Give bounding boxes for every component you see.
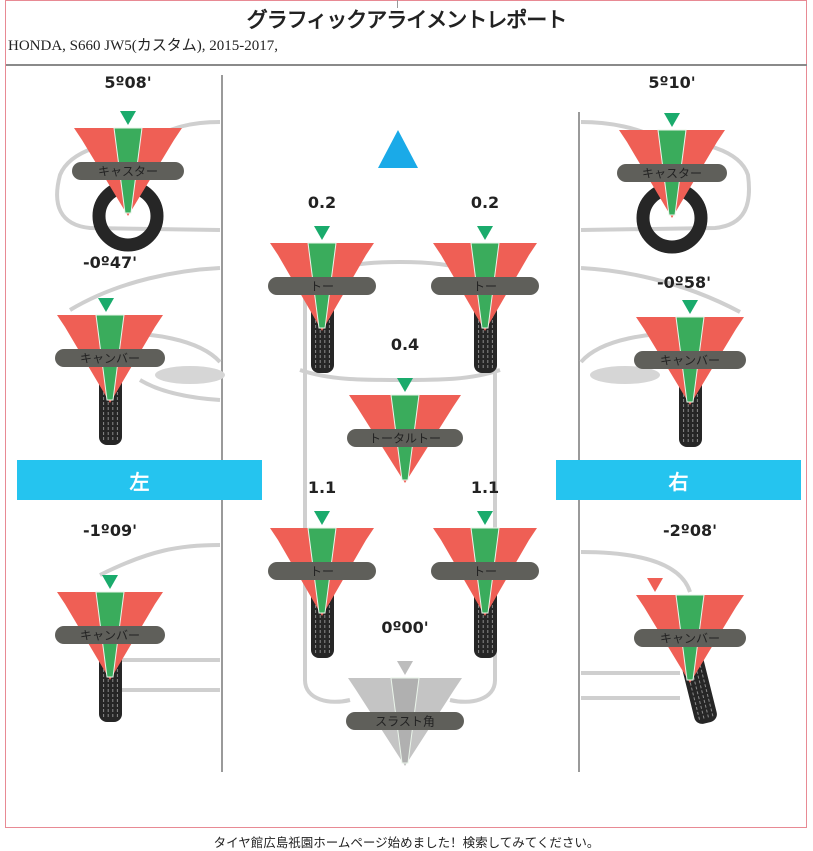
gauge-value: 5º10' xyxy=(648,73,695,92)
vehicle-info: HONDA, S660 JW5(カスタム), 2015-2017, xyxy=(8,38,278,54)
gauge-label: キャスター xyxy=(642,167,702,181)
gauge-label: トー xyxy=(473,280,497,294)
gauge-value: -0º58' xyxy=(657,273,711,292)
gauge-label-pill xyxy=(347,429,463,447)
gauge-label: トータルトー xyxy=(369,432,441,446)
triangle-up-icon xyxy=(378,130,418,168)
gauge-marker-icon xyxy=(647,578,663,592)
gauge-thrust-angle: スラスト角 0º00' xyxy=(346,618,464,766)
gauge-value: 1.1 xyxy=(471,478,499,497)
gauge-value: 1.1 xyxy=(308,478,336,497)
gauge-value: 0.2 xyxy=(471,193,499,212)
gauge-label-pill xyxy=(72,162,184,180)
gauge-marker-icon xyxy=(120,111,136,125)
right-side-label: 右 xyxy=(556,460,801,500)
gauge-front-total-toe: トータルトー 0.4 xyxy=(347,335,463,483)
gauge-label-pill xyxy=(55,626,165,644)
gauge-right-rear-camber: キャンバー -2º08' xyxy=(634,521,746,724)
gauge-label: トー xyxy=(310,280,334,294)
gauge-label-pill xyxy=(55,349,165,367)
gauge-marker-icon xyxy=(314,226,330,240)
gauge-label: トー xyxy=(310,565,334,579)
gauge-value: -2º08' xyxy=(663,521,717,540)
gauge-label-pill xyxy=(634,351,746,369)
gauge-marker-icon xyxy=(98,298,114,312)
header-divider xyxy=(6,64,807,66)
gauge-marker-icon xyxy=(102,575,118,589)
gauge-value: 0.4 xyxy=(391,335,419,354)
gauge-label-pill xyxy=(634,629,746,647)
gauge-marker-icon xyxy=(664,113,680,127)
gauge-label: キャンバー xyxy=(660,354,720,368)
left-side-label: 左 xyxy=(17,460,262,500)
gauge-left-caster: キャスター 5º08' xyxy=(72,73,184,252)
footer-note: タイヤ館広島祇園ホームページ始めました！検索してみてください。 xyxy=(213,835,600,850)
gauge-right-caster: キャスター 5º10' xyxy=(617,73,727,254)
gauge-rear-left-toe: トー 1.1 xyxy=(268,478,376,658)
gauge-label-pill xyxy=(268,277,376,295)
gauge-label-pill xyxy=(431,562,539,580)
gauge-marker-icon xyxy=(397,378,413,392)
gauge-label: スラスト角 xyxy=(375,715,435,729)
gauge-label: キャンバー xyxy=(660,632,720,646)
page-title: グラフィックアライメントレポート xyxy=(246,8,568,32)
gauge-marker-icon xyxy=(397,661,413,675)
gauge-label: キャスター xyxy=(98,165,158,179)
gauge-value: 0.2 xyxy=(308,193,336,212)
gauge-value: -0º47' xyxy=(83,253,137,272)
report-frame xyxy=(5,0,807,828)
gauge-value: 0º00' xyxy=(381,618,428,637)
gauge-label: キャンバー xyxy=(80,629,140,643)
gauge-value: -1º09' xyxy=(83,521,137,540)
gauge-front-left-toe: トー 0.2 xyxy=(268,193,376,373)
gauge-rear-right-toe: トー 1.1 xyxy=(431,478,539,658)
gauge-marker-icon xyxy=(477,511,493,525)
divider xyxy=(397,0,398,8)
gauge-label-pill xyxy=(617,164,727,182)
gauge-marker-icon xyxy=(314,511,330,525)
gauge-marker-icon xyxy=(477,226,493,240)
gauge-label-pill xyxy=(268,562,376,580)
gauge-front-right-toe: トー 0.2 xyxy=(431,193,539,373)
gauge-label: トー xyxy=(473,565,497,579)
gauge-label-pill xyxy=(431,277,539,295)
gauge-marker-icon xyxy=(682,300,698,314)
gauge-value: 5º08' xyxy=(104,73,151,92)
gauge-label: キャンバー xyxy=(80,352,140,366)
gauge-label-pill xyxy=(346,712,464,730)
gauge-left-rear-camber: キャンバー -1º09' xyxy=(55,521,165,722)
gauge-left-front-camber: キャンバー -0º47' xyxy=(55,253,165,445)
car-outline xyxy=(55,120,751,704)
gauge-right-front-camber: キャンバー -0º58' xyxy=(634,273,746,447)
